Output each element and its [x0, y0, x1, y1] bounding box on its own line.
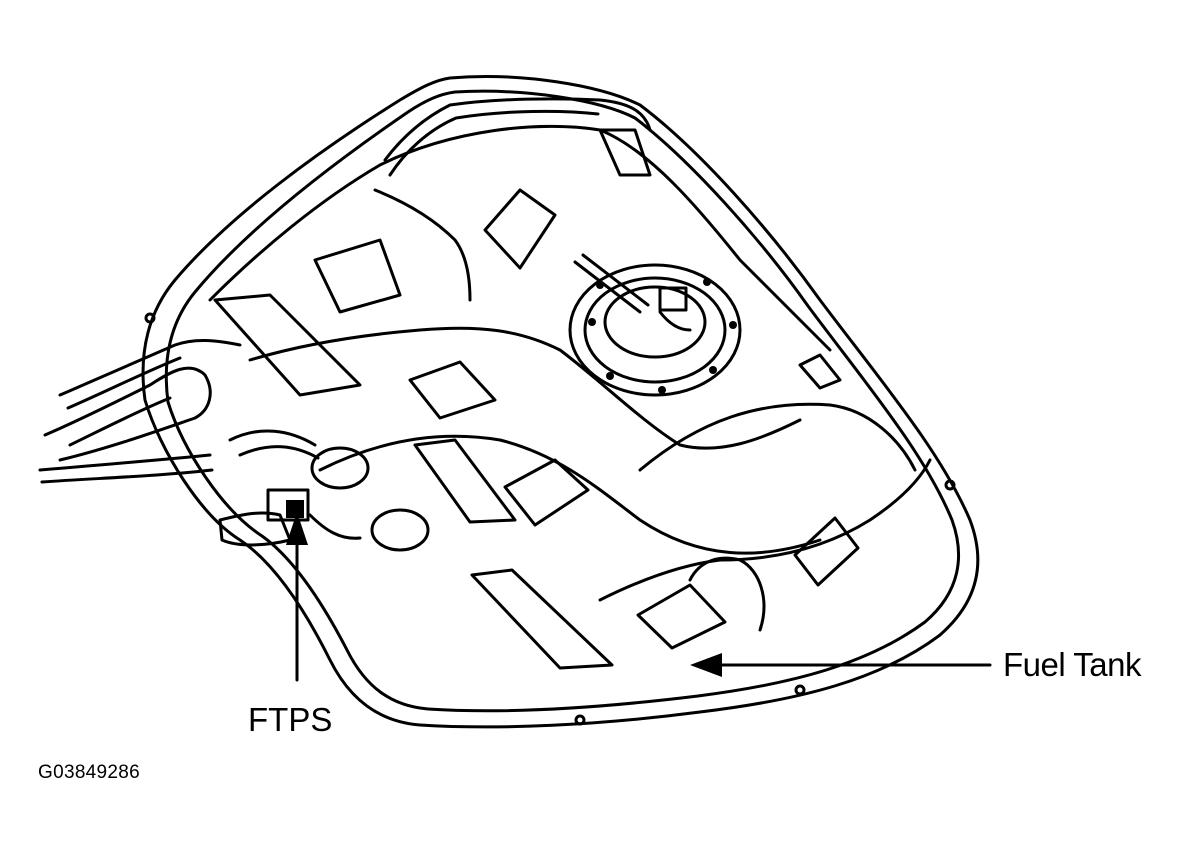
tank-inner-flange [164, 89, 960, 713]
pump-flange-outer [568, 263, 742, 397]
tank-lower-body-line [598, 458, 932, 602]
pad-5 [503, 458, 590, 527]
sender-unit-1 [310, 446, 370, 490]
filler-neck-outer [43, 366, 212, 462]
upper-vapor-line [383, 97, 652, 162]
mount-tab-3 [944, 479, 956, 491]
pump-bolt [658, 386, 666, 394]
pump-bolt [606, 372, 614, 380]
tank-upper-body-line [208, 124, 832, 352]
fuel-tank-arrowhead [690, 653, 722, 677]
pump-connector [658, 286, 688, 312]
pad-7 [470, 568, 614, 670]
pump-bolt [729, 321, 737, 329]
pad-4 [408, 360, 497, 420]
pad-11 [798, 353, 842, 390]
pump-flange-inner [583, 276, 727, 384]
pad-10 [598, 128, 652, 177]
pump-bolt [709, 366, 717, 374]
ftps-arrowhead [286, 512, 308, 545]
pad-2 [483, 188, 557, 270]
pad-9 [793, 516, 860, 587]
lower-hose [38, 453, 214, 484]
side-vapor-line [373, 188, 472, 302]
pump-outlet-tube [573, 253, 650, 314]
tank-right-step [638, 402, 917, 472]
ftps-sensor [286, 500, 304, 518]
pad-6 [413, 438, 517, 524]
pad-1 [313, 238, 402, 314]
fuel-tank-label: Fuel Tank [1003, 646, 1141, 683]
pump-bolt [588, 318, 596, 326]
tank-lower-ridge [318, 434, 822, 555]
upper-vapor-line-inner [388, 109, 600, 177]
pump-bolt [703, 278, 711, 286]
pump-cap [603, 285, 707, 359]
pump-wire [658, 310, 692, 332]
vent-hose-inner [66, 356, 182, 410]
ftps-hose [308, 513, 362, 540]
mount-tab-2 [794, 684, 806, 696]
tank-center-ridge [248, 326, 802, 450]
filler-neck-inner [68, 396, 172, 447]
ftps-label: FTPS [248, 701, 333, 738]
pad-3 [213, 293, 362, 397]
sender-unit-2 [370, 508, 430, 552]
mount-tab-4 [144, 312, 156, 324]
figure-code: G03849286 [38, 762, 141, 783]
ftps-line [228, 429, 320, 460]
ftps-body [266, 488, 310, 522]
tank-outer-flange [141, 75, 980, 729]
ftps-bracket [218, 511, 292, 547]
pad-8 [636, 583, 727, 650]
tank-inner-channel [688, 556, 766, 632]
pump-bolt [596, 281, 604, 289]
mount-tab-1 [574, 714, 586, 726]
vent-hose [58, 338, 242, 397]
